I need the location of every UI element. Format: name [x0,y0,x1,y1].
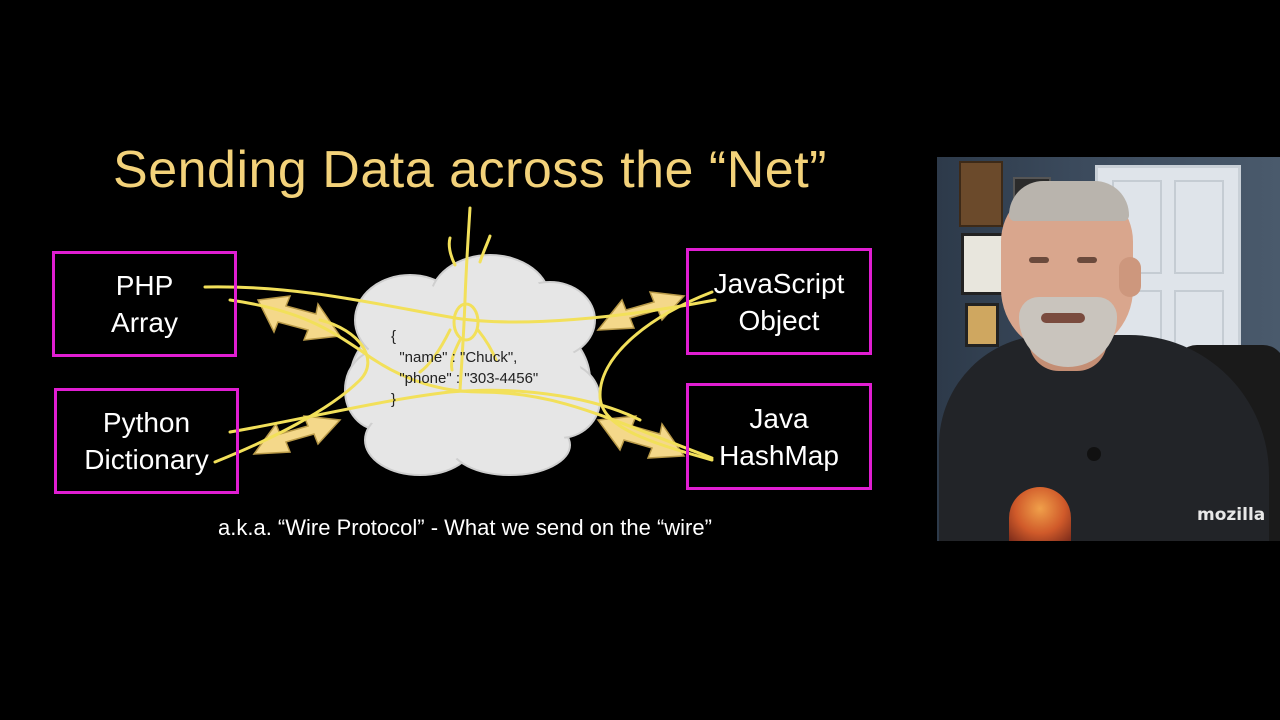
js-line1: JavaScript [713,267,845,299]
shirt-logo-graphic [1009,487,1071,541]
javascript-object-box: JavaScript Object [686,248,872,355]
wall-certificate-small [965,303,999,347]
json-snippet: { "name" : "Chuck", "phone" : "303-4456"… [391,328,539,408]
pen-annotations [203,206,717,464]
php-array-box: PHP Array [52,251,237,357]
python-line2: Dictionary [84,444,209,475]
lapel-microphone [1087,447,1101,461]
presenter-eye-right [1077,257,1097,263]
python-dictionary-box: Python Dictionary [54,388,239,494]
java-line1: Java [749,402,809,434]
slide: Sending Data across the “Net” [52,141,872,540]
java-hashmap-box: Java HashMap [686,383,872,490]
shirt-text: mozilla [1197,505,1266,525]
wall-plaque [959,161,1003,227]
presenter-eye-left [1029,257,1049,263]
arrow-python [252,415,342,455]
php-line2: Array [111,307,178,338]
presenter-shirt [939,335,1269,541]
presenter-ear [1119,257,1141,297]
diagram-graphics [203,206,717,476]
caption: a.k.a. “Wire Protocol” - What we send on… [218,515,712,540]
slide-title: Sending Data across the “Net” [113,141,827,199]
wall-certificate [961,233,1005,295]
java-line2: HashMap [719,439,839,471]
presenter-hair [1009,181,1129,221]
php-line1: PHP [115,270,174,301]
python-line1: Python [102,407,191,438]
webcam-overlay: mozilla [937,157,1280,541]
presenter-mouth [1041,313,1085,323]
js-line2: Object [738,304,820,336]
